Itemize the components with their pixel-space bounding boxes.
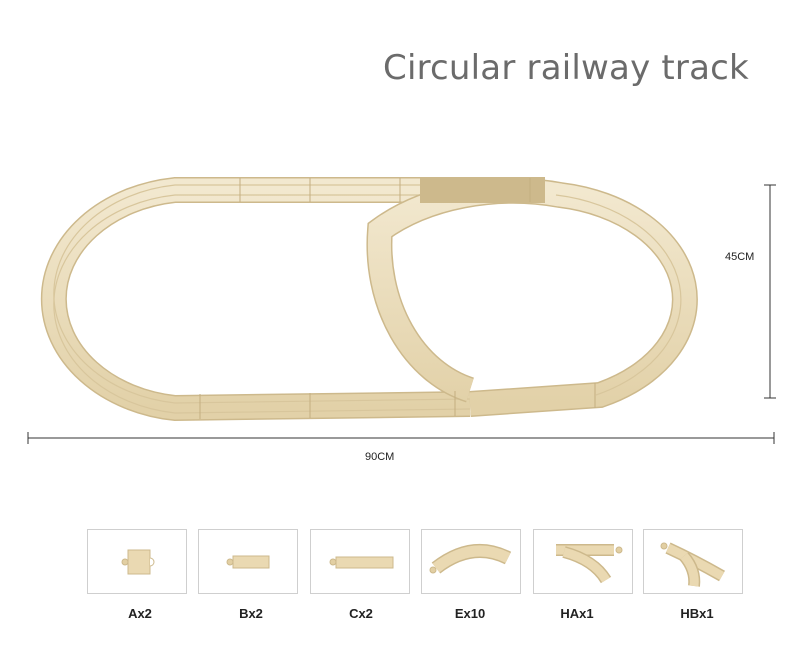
piece-label-e: Ex10	[454, 606, 486, 621]
outer-oval-track	[40, 177, 471, 422]
piece-box-hb	[643, 529, 743, 594]
medium-straight-track-icon	[226, 555, 270, 569]
height-dimension-line	[764, 184, 776, 399]
track-joints	[199, 178, 596, 419]
switch-right-track-icon	[660, 542, 725, 587]
piece-label-b: Bx2	[239, 606, 263, 621]
piece-label-ha: HAx1	[560, 606, 594, 621]
curved-track-icon	[429, 543, 512, 574]
piece-box-e	[421, 529, 521, 594]
width-dimension-label: 90CM	[365, 451, 395, 463]
piece-label-c: Cx2	[349, 606, 373, 621]
piece-box-c	[310, 529, 410, 594]
switch-left-track-icon	[556, 544, 623, 584]
piece-label-a: Ax2	[128, 606, 152, 621]
inner-oval-track	[366, 177, 698, 417]
piece-box-b	[198, 529, 298, 594]
track-layout-illustration	[27, 177, 776, 444]
piece-box-ha	[533, 529, 633, 594]
long-straight-track-icon	[329, 556, 394, 569]
piece-box-a	[87, 529, 187, 594]
width-dimension-line	[27, 432, 775, 444]
page-title: Circular railway track	[383, 48, 749, 88]
piece-label-hb: HBx1	[680, 606, 714, 621]
height-dimension-label: 45CM	[725, 251, 755, 263]
short-straight-track-icon	[121, 549, 155, 575]
